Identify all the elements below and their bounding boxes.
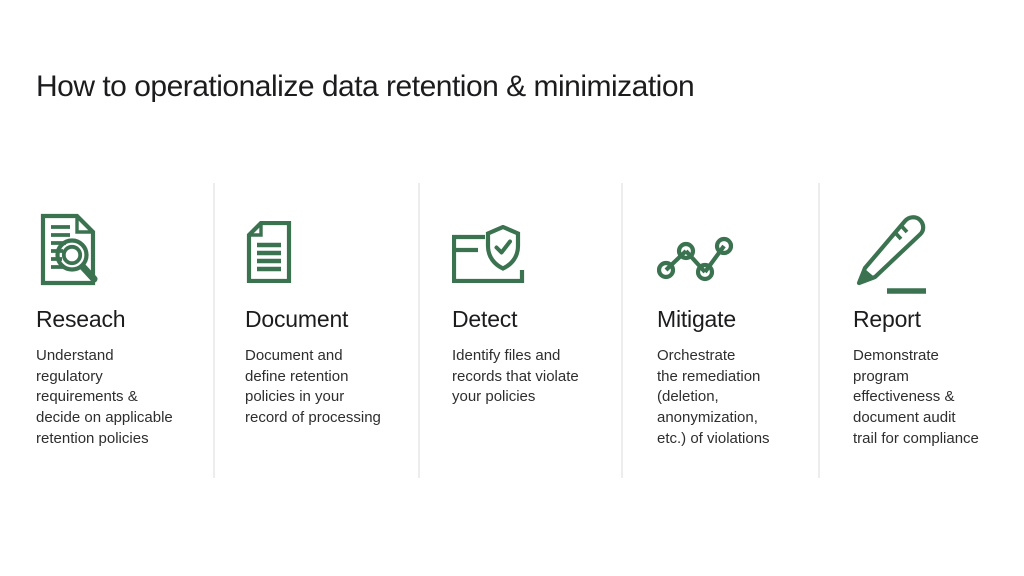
step-title: Report: [853, 306, 921, 332]
step-title: Reseach: [36, 306, 126, 332]
step-title: Detect: [452, 306, 518, 332]
step-description: Identify files and records that violate …: [452, 347, 579, 406]
column-divider: [621, 183, 623, 478]
column-divider: [213, 183, 215, 478]
step-column-document: Document Document and define retention p…: [245, 183, 420, 429]
step-column-report: Report Demonstrate program effectiveness…: [853, 183, 1024, 450]
step-description: Demonstrate program effectiveness & docu…: [853, 347, 979, 447]
step-description: Document and define retention policies i…: [245, 347, 381, 427]
page-title: How to operationalize data retention & m…: [36, 70, 695, 104]
step-title: Mitigate: [657, 306, 736, 332]
document-lines-icon: [245, 183, 420, 295]
step-column-mitigate: Mitigate Orchestrate the remediation (de…: [657, 183, 832, 450]
pencil-line-icon: [853, 183, 1024, 295]
column-divider: [418, 183, 420, 478]
trend-nodes-icon: [657, 183, 832, 295]
step-column-research: Reseach Understand regulatory requiremen…: [36, 183, 211, 450]
column-divider: [818, 183, 820, 478]
document-magnifier-icon: [36, 183, 211, 295]
step-column-detect: Detect Identify files and records that v…: [452, 183, 627, 408]
step-title: Document: [245, 306, 349, 332]
folder-shield-check-icon: [452, 183, 627, 295]
step-description: Understand regulatory requirements & dec…: [36, 347, 173, 447]
step-description: Orchestrate the remediation (deletion, a…: [657, 347, 770, 447]
